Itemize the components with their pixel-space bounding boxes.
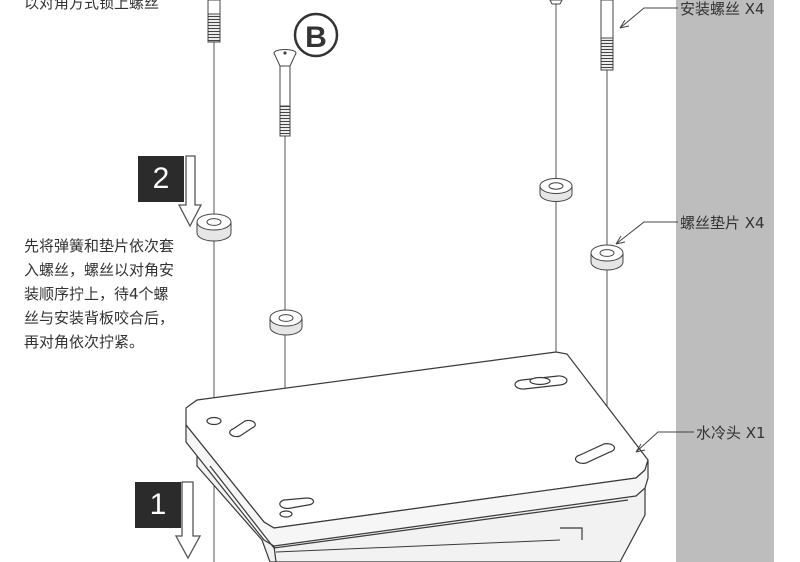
note-line: 装顺序拧上，待4个螺 [24,285,169,303]
note-line: 先将弹簧和垫片依次套 [24,237,175,255]
note-line: 再对角依次拧紧。 [24,333,145,351]
top-caption: 以对角方式锁上螺丝 [24,0,160,12]
waterblock-callout: 水冷头 X1 [696,424,766,442]
screw-right [600,0,614,71]
screw-right-back [549,0,563,5]
callout-leaders [615,7,694,453]
side-panel [676,0,774,562]
washer-3 [539,178,573,202]
washer-callout: 螺丝垫片 X4 [680,214,765,232]
waterblock-plate [185,351,649,562]
washer-4 [590,244,624,271]
b-marker: B [293,12,339,58]
screw-callout: 安装螺丝 X4 [680,0,765,18]
step1-arrow [174,481,202,560]
b-marker-text: B [305,21,327,54]
step2-arrow [177,155,203,228]
note-line: 入螺丝，螺丝以对角安 [24,261,175,279]
screw-left [207,0,221,43]
washer-2 [269,309,303,336]
note-line: 丝与安装背板咬合后， [24,309,175,327]
step-instructions: 先将弹簧和垫片依次套 入螺丝，螺丝以对角安 装顺序拧上，待4个螺 丝与安装背板咬… [24,234,214,354]
screw-b [273,49,297,137]
washer-1 [196,213,232,242]
step1-badge: 1 [135,482,181,528]
step2-badge: 2 [138,156,184,202]
